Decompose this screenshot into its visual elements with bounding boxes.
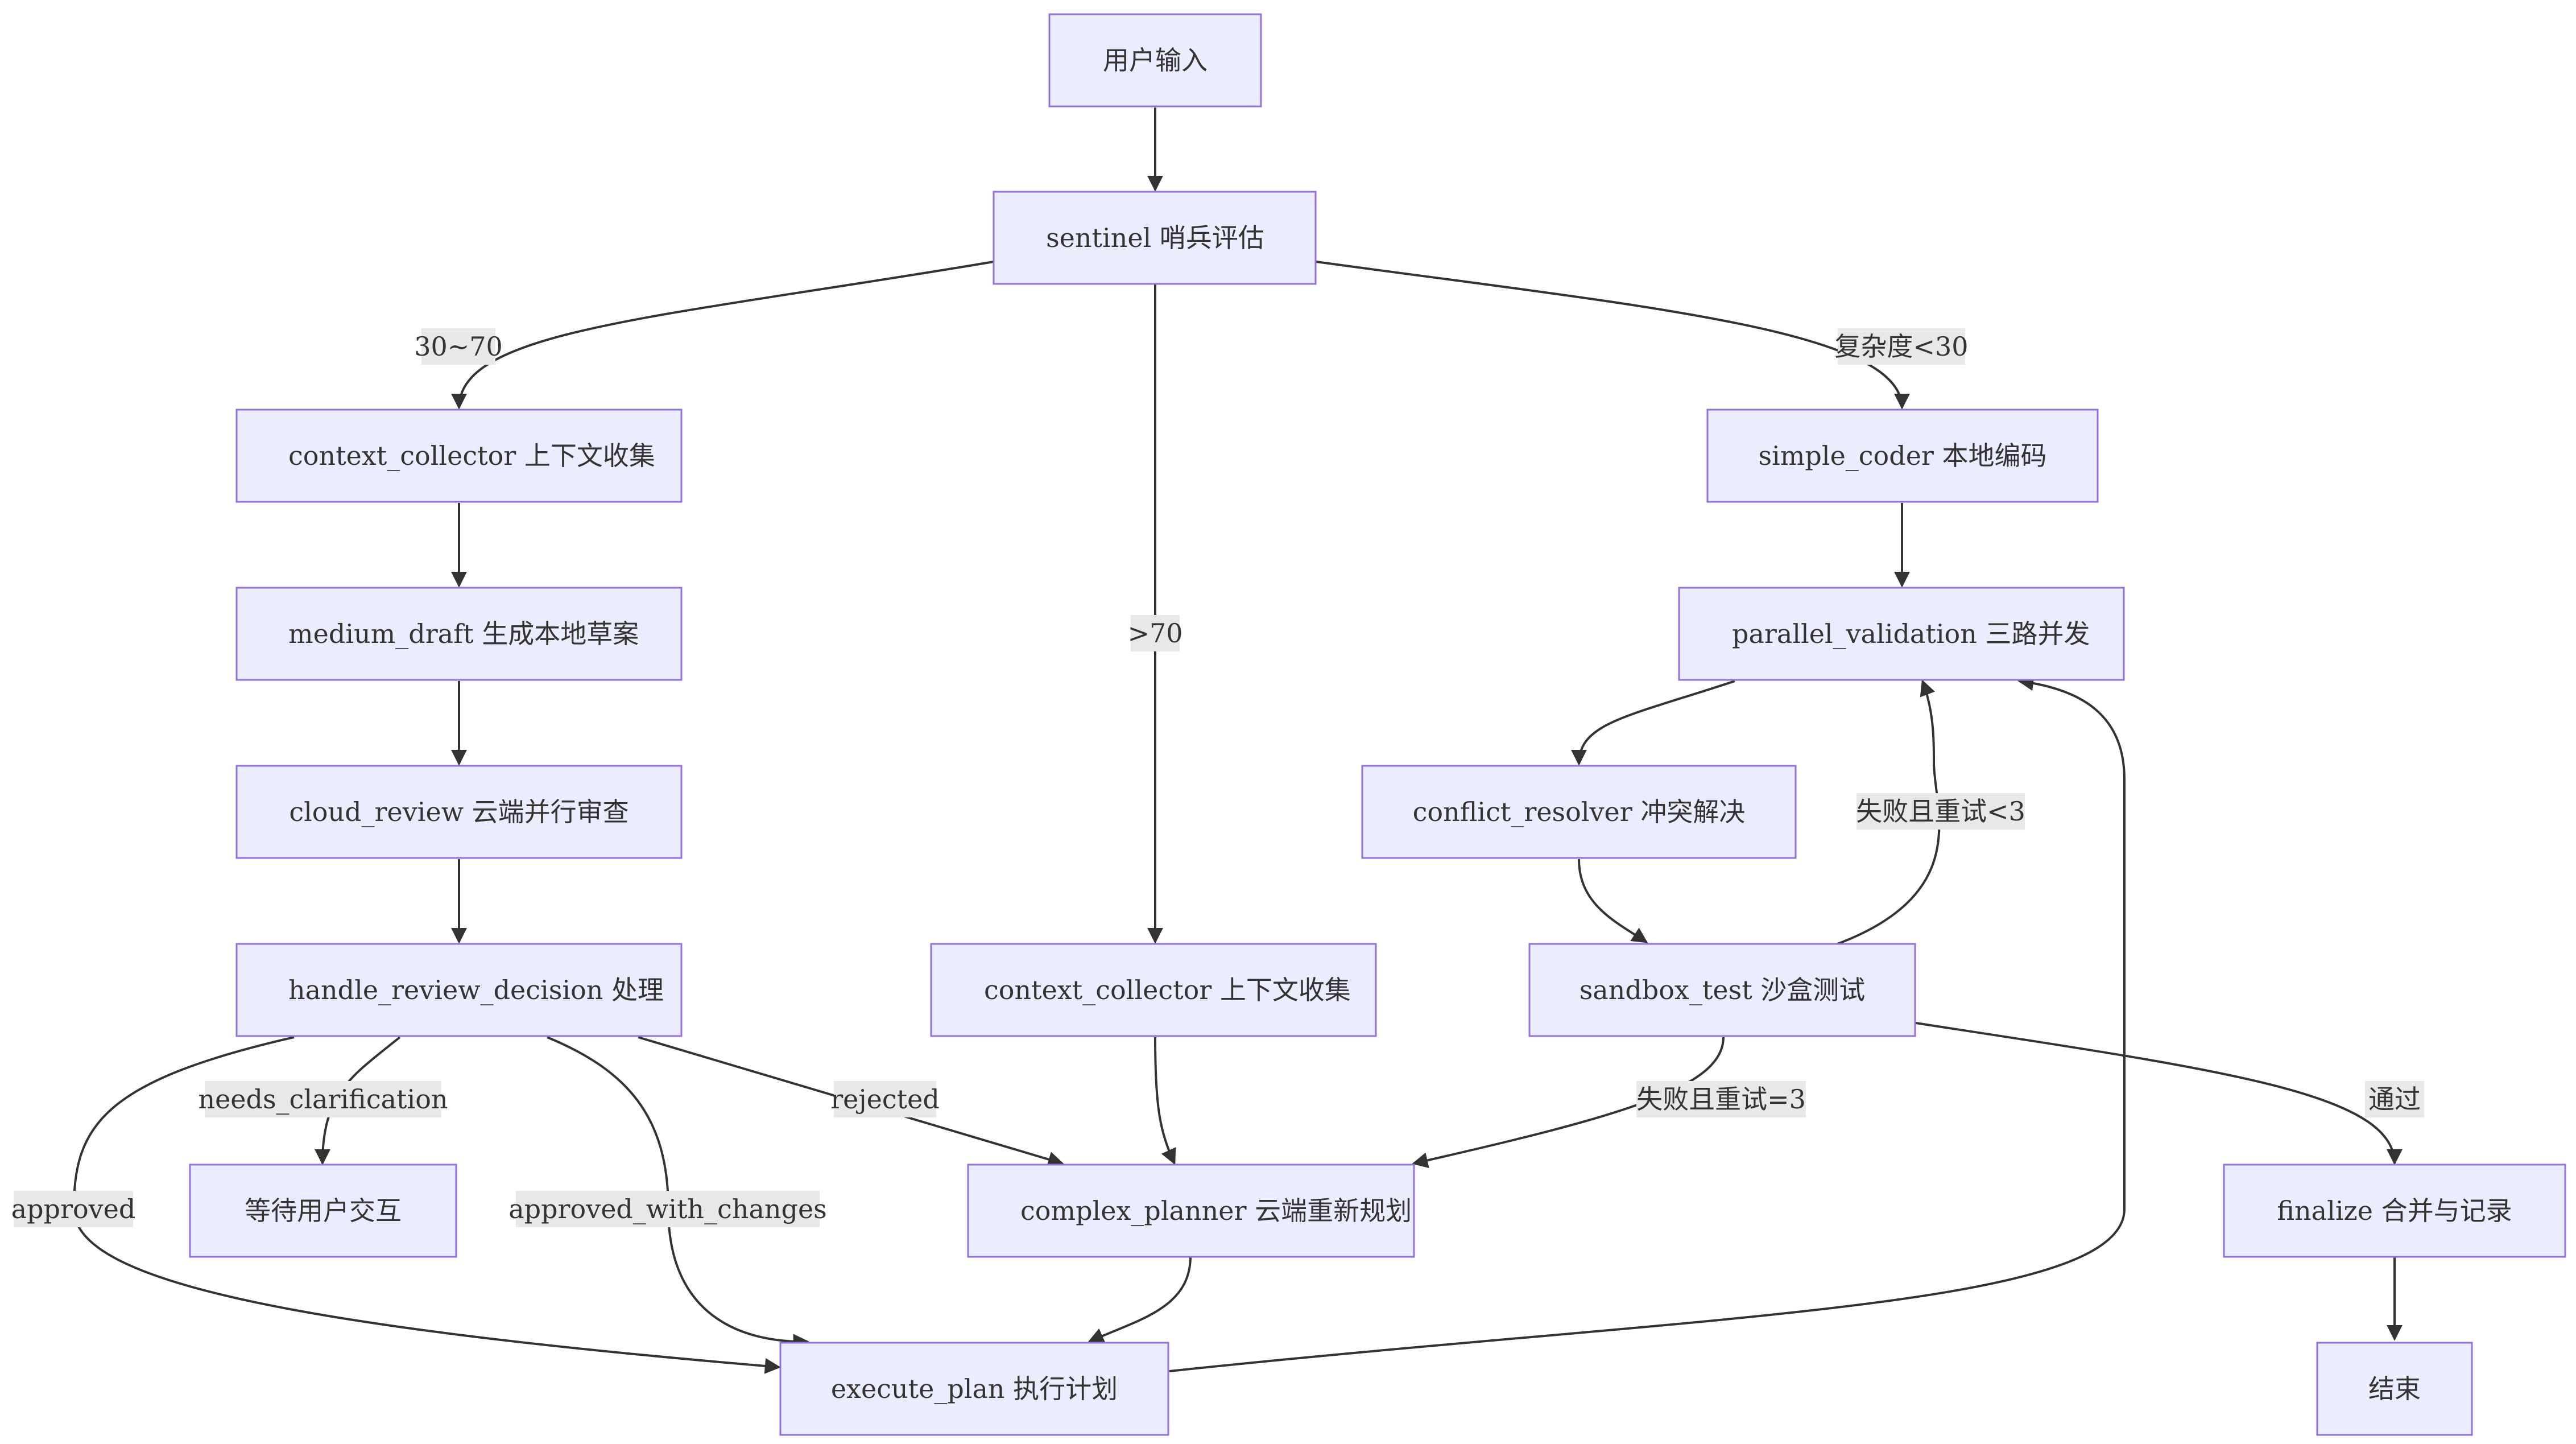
node-execute-plan-box <box>779 1342 1169 1436</box>
node-context-collector-left[interactable]: context_collector 上下文收集 <box>235 409 683 503</box>
node-user-input-box <box>1048 13 1262 108</box>
edge-parallel-validation-to-conflict-resolver <box>1571 680 1735 766</box>
node-handle-review-decision[interactable]: handle_review_decision 处理 <box>235 943 683 1037</box>
edge-label-needs-clarification: needs_clarification <box>198 1084 448 1115</box>
node-conflict-resolver-label: conflict_resolver 冲突解决 <box>1413 797 1746 827</box>
edge-label-low-complexity: 复杂度<30 <box>1834 331 1968 362</box>
node-context-collector-left-label: context_collector 上下文收集 <box>288 440 655 471</box>
node-finalize[interactable]: finalize 合并与记录 <box>2223 1164 2566 1258</box>
node-context-collector-mid[interactable]: context_collector 上下文收集 <box>930 943 1377 1037</box>
edge-label-fail-retry-lt3: 失败且重试<3 <box>1856 796 2025 827</box>
label-bg-mid-complexity <box>421 328 495 365</box>
label-bg-high-complexity <box>1131 615 1180 651</box>
node-medium-draft-box <box>235 587 683 681</box>
node-finalize-box <box>2223 1164 2566 1258</box>
node-handle-review-decision-box <box>235 943 683 1037</box>
node-simple-coder-box <box>1706 409 2099 503</box>
node-parallel-validation-box <box>1678 587 2125 681</box>
edge-label-high-complexity: >70 <box>1127 618 1182 649</box>
edge-label-fail-retry-eq3: 失败且重试=3 <box>1636 1084 1806 1115</box>
edge-label-passed: 通过 <box>2368 1084 2421 1115</box>
label-bg-low-complexity <box>1838 328 1965 365</box>
node-parallel-validation[interactable]: parallel_validation 三路并发 <box>1678 587 2125 681</box>
edge-conflict-resolver-to-sandbox-test <box>1578 859 1648 943</box>
nodes: 用户输入 sentinel 哨兵评估 context_collector 上下文… <box>189 13 2566 1436</box>
label-bg-approved <box>14 1191 133 1227</box>
edge-complex-planner-to-execute <box>1088 1256 1192 1343</box>
node-medium-draft[interactable]: medium_draft 生成本地草案 <box>235 587 683 681</box>
node-complex-planner-box <box>967 1164 1415 1258</box>
node-parallel-validation-label: parallel_validation 三路并发 <box>1732 618 2090 649</box>
edge-handle-decision-approved-to-execute <box>72 1036 781 1374</box>
node-conflict-resolver-box <box>1361 765 1797 859</box>
edge-sandbox-test-to-finalize <box>1915 1022 2403 1165</box>
node-end[interactable]: 结束 <box>2316 1342 2473 1436</box>
edge-label-approved: approved <box>11 1194 136 1224</box>
node-context-collector-mid-label: context_collector 上下文收集 <box>984 975 1351 1005</box>
node-sentinel-box <box>993 191 1317 285</box>
node-sandbox-test-label: sandbox_test 沙盒测试 <box>1579 975 1866 1005</box>
node-context-collector-left-box <box>235 409 683 503</box>
edge-label-approved-with-changes: approved_with_changes <box>508 1194 827 1224</box>
node-simple-coder[interactable]: simple_coder 本地编码 <box>1706 409 2099 503</box>
node-wait-user[interactable]: 等待用户交互 <box>189 1164 457 1258</box>
node-finalize-label: finalize 合并与记录 <box>2277 1195 2512 1226</box>
node-sandbox-test-box <box>1528 943 1916 1037</box>
node-complex-planner-label: complex_planner 云端重新规划 <box>1020 1195 1412 1226</box>
node-simple-coder-label: simple_coder 本地编码 <box>1758 440 2046 471</box>
label-bg-fail-retry-eq3 <box>1636 1081 1806 1117</box>
node-context-collector-mid-box <box>930 943 1377 1037</box>
label-bg-approved-with-changes <box>516 1191 820 1227</box>
edge-label-rejected: rejected <box>830 1084 940 1115</box>
node-medium-draft-label: medium_draft 生成本地草案 <box>288 618 639 649</box>
node-wait-user-label: 等待用户交互 <box>245 1195 402 1226</box>
node-end-label: 结束 <box>2368 1373 2421 1404</box>
node-handle-review-decision-label: handle_review_decision 处理 <box>288 975 664 1005</box>
node-sentinel-label: sentinel 哨兵评估 <box>1046 222 1264 253</box>
edge-handle-decision-approved-with-changes-to-execute <box>547 1036 809 1350</box>
label-bg-passed <box>2365 1081 2424 1117</box>
node-cloud-review-label: cloud_review 云端并行审查 <box>289 797 629 827</box>
label-bg-needs-clarification <box>205 1081 441 1117</box>
node-end-box <box>2316 1342 2473 1436</box>
node-conflict-resolver[interactable]: conflict_resolver 冲突解决 <box>1361 765 1797 859</box>
node-execute-plan-label: execute_plan 执行计划 <box>831 1373 1118 1404</box>
node-user-input[interactable]: 用户输入 <box>1048 13 1262 108</box>
node-user-input-label: 用户输入 <box>1103 45 1208 76</box>
node-cloud-review[interactable]: cloud_review 云端并行审查 <box>235 765 683 859</box>
edge-context-mid-to-complex-planner <box>1154 1037 1176 1165</box>
node-complex-planner[interactable]: complex_planner 云端重新规划 <box>967 1164 1415 1258</box>
node-sentinel[interactable]: sentinel 哨兵评估 <box>993 191 1317 285</box>
edge-label-mid-complexity: 30~70 <box>414 331 503 362</box>
node-cloud-review-box <box>235 765 683 859</box>
edge-sentinel-to-simple-coder <box>1316 261 1910 410</box>
node-sandbox-test[interactable]: sandbox_test 沙盒测试 <box>1528 943 1916 1037</box>
edge-sentinel-to-context-collector-left <box>451 261 994 410</box>
edge-sandbox-test-to-parallel-validation <box>1835 679 1941 946</box>
label-bg-fail-retry-lt3 <box>1856 793 2025 830</box>
node-wait-user-box <box>189 1164 457 1258</box>
label-bg-rejected <box>834 1081 936 1117</box>
node-execute-plan[interactable]: execute_plan 执行计划 <box>779 1342 1169 1436</box>
edge-execute-to-parallel-validation <box>1169 675 2126 1372</box>
edge-labels: 30~70 复杂度<30 >70 失败且重试<3 needs_clarifica… <box>11 328 2424 1227</box>
